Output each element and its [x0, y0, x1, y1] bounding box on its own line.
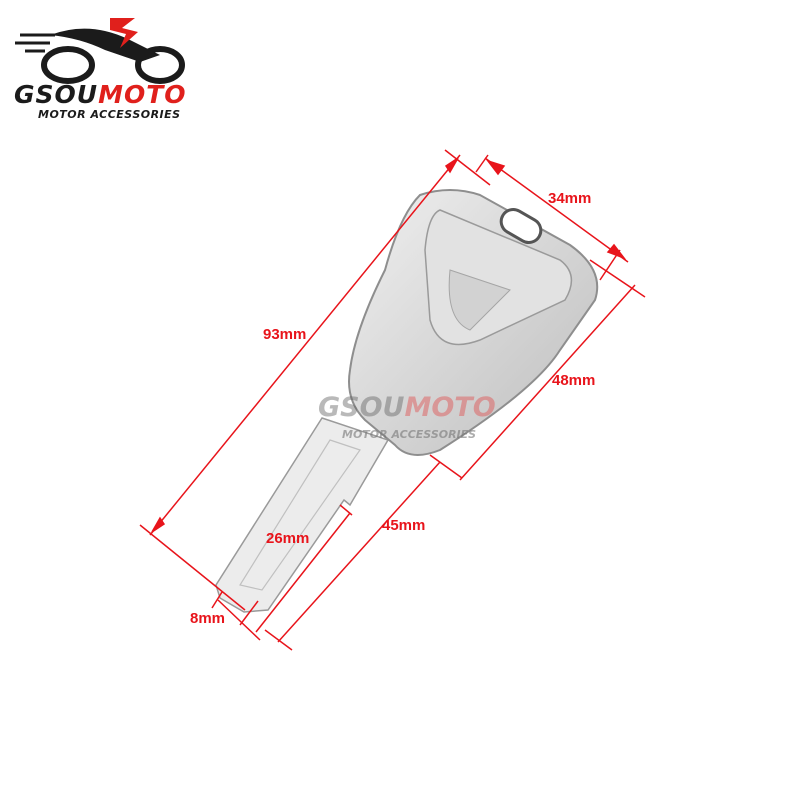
- label-head-width: 34mm: [548, 190, 592, 207]
- watermark-tagline: MOTOR ACCESSORIES: [342, 428, 477, 441]
- key-ring-hole: [499, 208, 543, 244]
- watermark-brand: GSOUMOTO: [318, 392, 496, 423]
- brand-name: GSOUMOTO: [14, 80, 187, 109]
- label-groove-length: 26mm: [266, 530, 310, 547]
- label-blade-width: 8mm: [190, 610, 226, 627]
- label-blade-length: 45mm: [382, 517, 426, 534]
- label-head-length: 48mm: [552, 372, 596, 389]
- motorcycle-rider-icon: [15, 18, 185, 84]
- brand-tagline: MOTOR ACCESSORIES: [38, 108, 181, 121]
- brand-logo: [10, 10, 210, 120]
- key-head: [348, 189, 599, 456]
- key-blade: [215, 417, 390, 613]
- label-total-length: 93mm: [263, 326, 307, 343]
- dimension-lines: [139, 149, 646, 651]
